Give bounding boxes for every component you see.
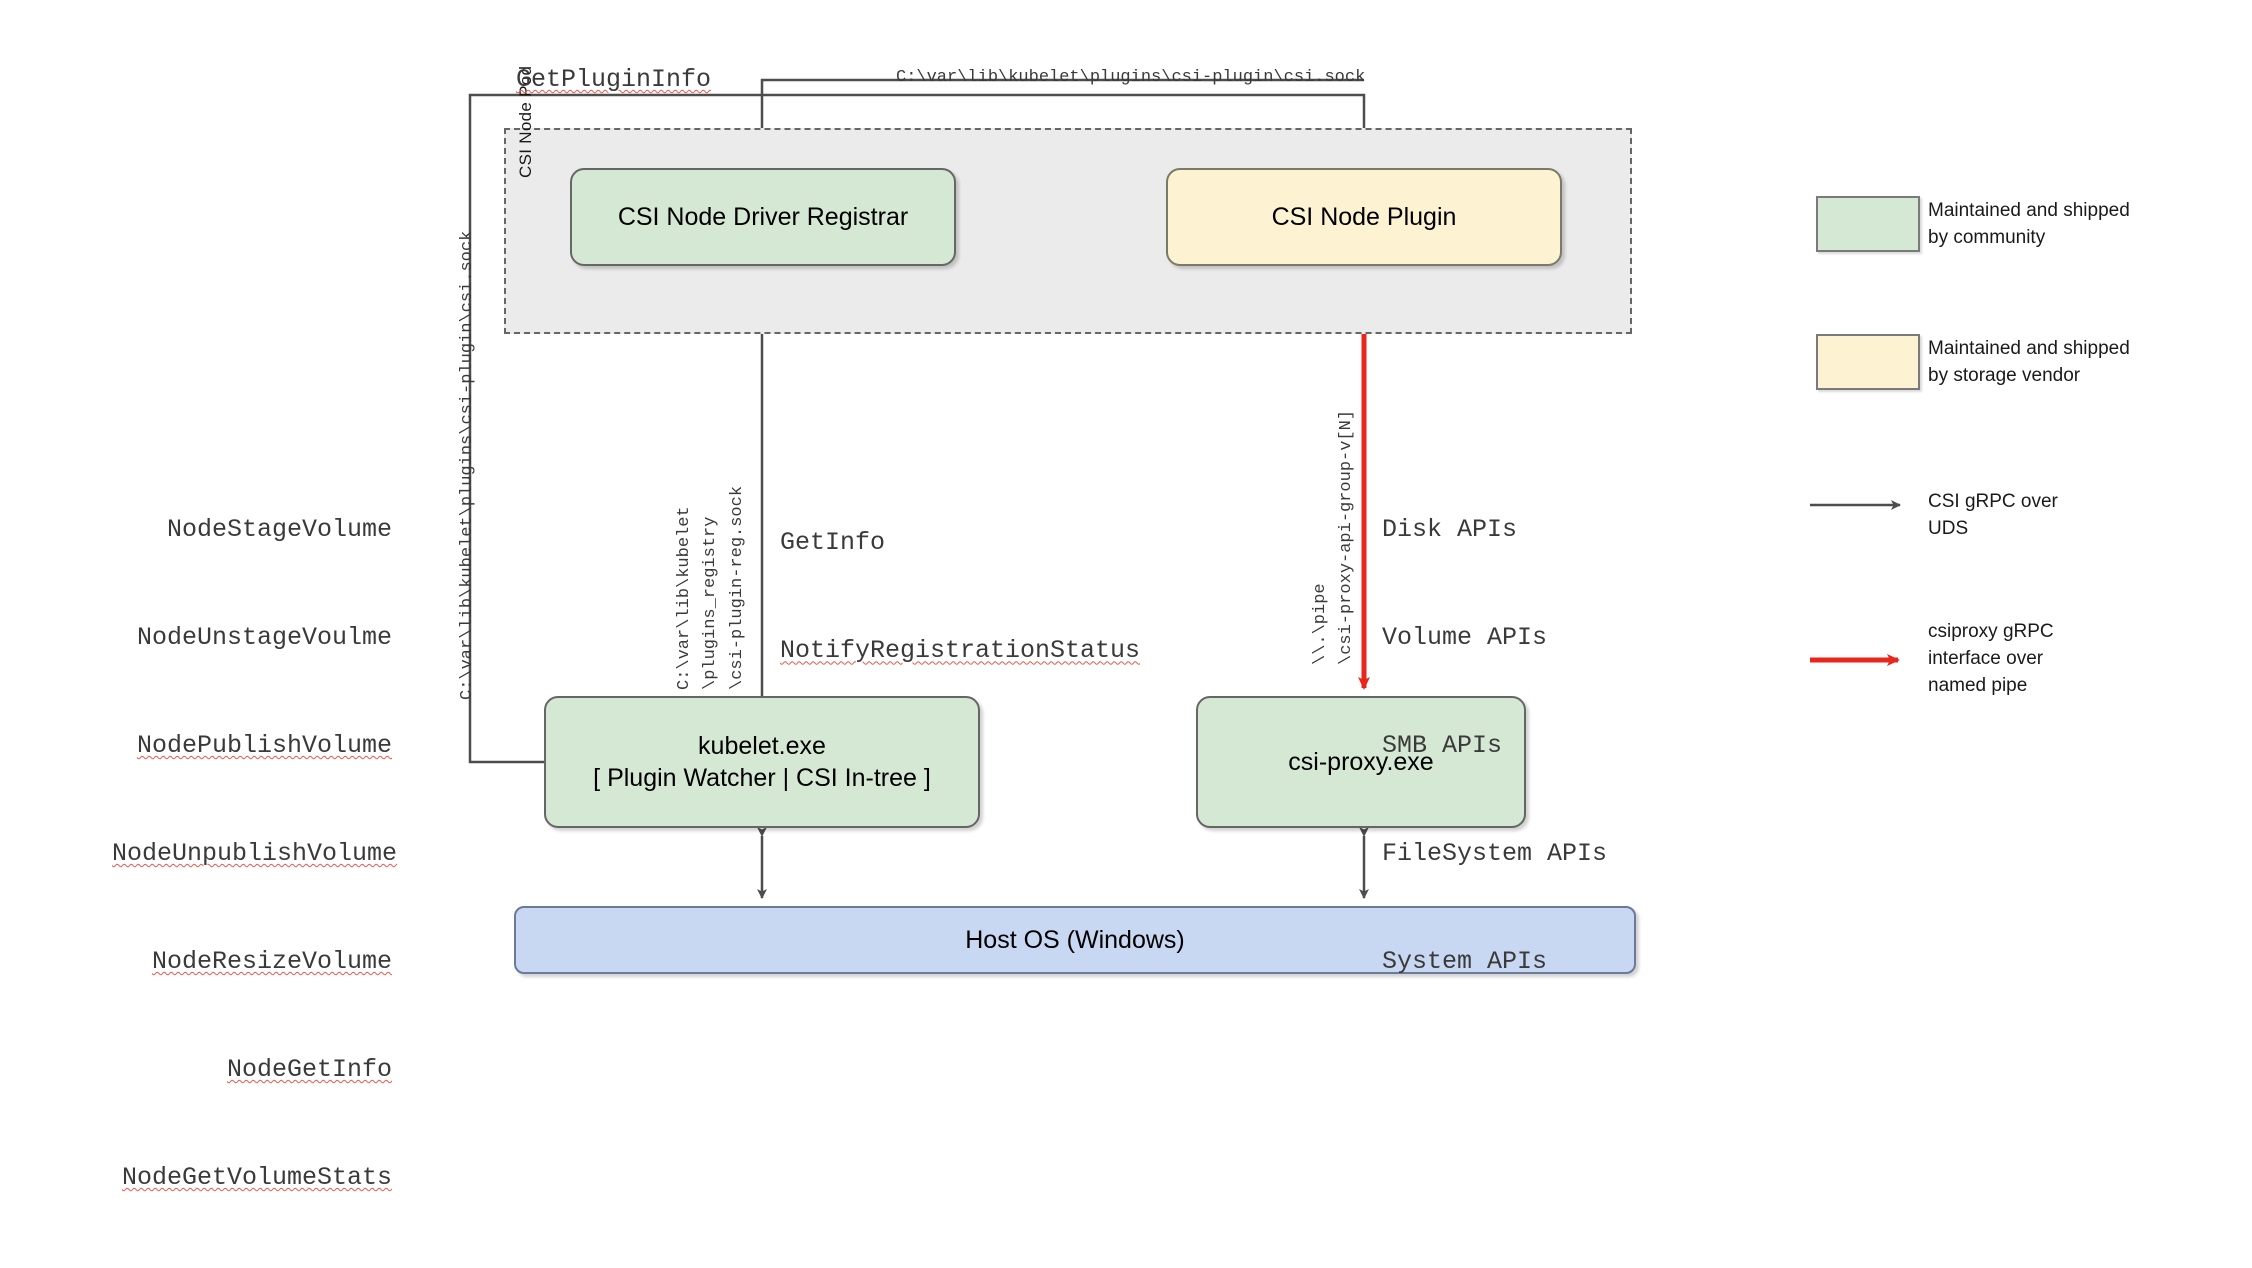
proxy-api-item: Volume APIs xyxy=(1382,623,1548,652)
label-named-pipe-path-vertical: \\.\pipe \csi-proxy-api-group-v[N] xyxy=(1311,409,1357,665)
node-kubelet-exe[interactable]: kubelet.exe [ Plugin Watcher | CSI In-tr… xyxy=(544,696,980,828)
kubelet-subtitle: [ Plugin Watcher | CSI In-tree ] xyxy=(593,764,931,792)
node-api-item: NodeUnstageVoulme xyxy=(136,623,392,652)
label-get-plugin-info: GetPluginInfo xyxy=(516,65,712,94)
node-api-item: NodeStageVolume xyxy=(166,515,392,544)
node-csi-node-plugin[interactable]: CSI Node Plugin xyxy=(1166,168,1562,266)
node-host-os[interactable]: Host OS (Windows) xyxy=(514,906,1636,974)
node-api-item: NodeResizeVolume xyxy=(151,947,392,976)
label-csi-sock-path-top: C:\var\lib\kubelet\plugins\csi-plugin\cs… xyxy=(896,68,1366,87)
proxy-api-item: FileSystem APIs xyxy=(1382,839,1608,868)
legend-vendor-label: Maintained and shipped by storage vendor xyxy=(1928,338,2130,386)
label-get-info: GetInfo xyxy=(780,527,886,557)
label-csi-sock-path-vertical: C:\var\lib\kubelet\plugins\csi-plugin\cs… xyxy=(458,230,477,700)
node-api-item: NodePublishVolume xyxy=(136,731,392,760)
proxy-api-item: System APIs xyxy=(1382,947,1548,976)
legend-community-label: Maintained and shipped by community xyxy=(1928,200,2130,248)
node-api-item: NodeGetVolumeStats xyxy=(121,1163,392,1192)
label-registration-rpcs: GetInfo NotifyRegistrationStatus xyxy=(780,452,1140,742)
legend-uds-label: CSI gRPC over UDS xyxy=(1928,491,2058,539)
list-node-service-apis: NodeStageVolume NodeUnstageVoulme NodePu… xyxy=(112,440,398,1268)
legend-vendor-swatch xyxy=(1816,334,1920,390)
label-notify-registration-status: NotifyRegistrationStatus xyxy=(780,636,1141,666)
legend-community-swatch xyxy=(1816,196,1920,252)
kubelet-title: kubelet.exe xyxy=(698,732,826,760)
node-csi-node-driver-registrar[interactable]: CSI Node Driver Registrar xyxy=(570,168,956,266)
proxy-api-item: Disk APIs xyxy=(1382,515,1518,544)
node-api-item: NodeUnpublishVolume xyxy=(112,839,398,868)
proxy-api-item: SMB APIs xyxy=(1382,731,1503,760)
node-csi-proxy-exe[interactable]: csi-proxy.exe xyxy=(1196,696,1526,828)
diagram-canvas: CSI Node Pod CSI Node Driver Registrar C… xyxy=(112,65,2130,1192)
legend-named-pipe-label: csiproxy gRPC interface over named pipe xyxy=(1928,621,2054,696)
node-api-item: NodeGetInfo xyxy=(226,1055,392,1084)
list-csi-proxy-apis: Disk APIs Volume APIs SMB APIs FileSyste… xyxy=(1382,440,1607,1052)
label-plugins-registry-path-vertical: C:\var\lib\kubelet \plugins_registry \cs… xyxy=(675,485,747,690)
